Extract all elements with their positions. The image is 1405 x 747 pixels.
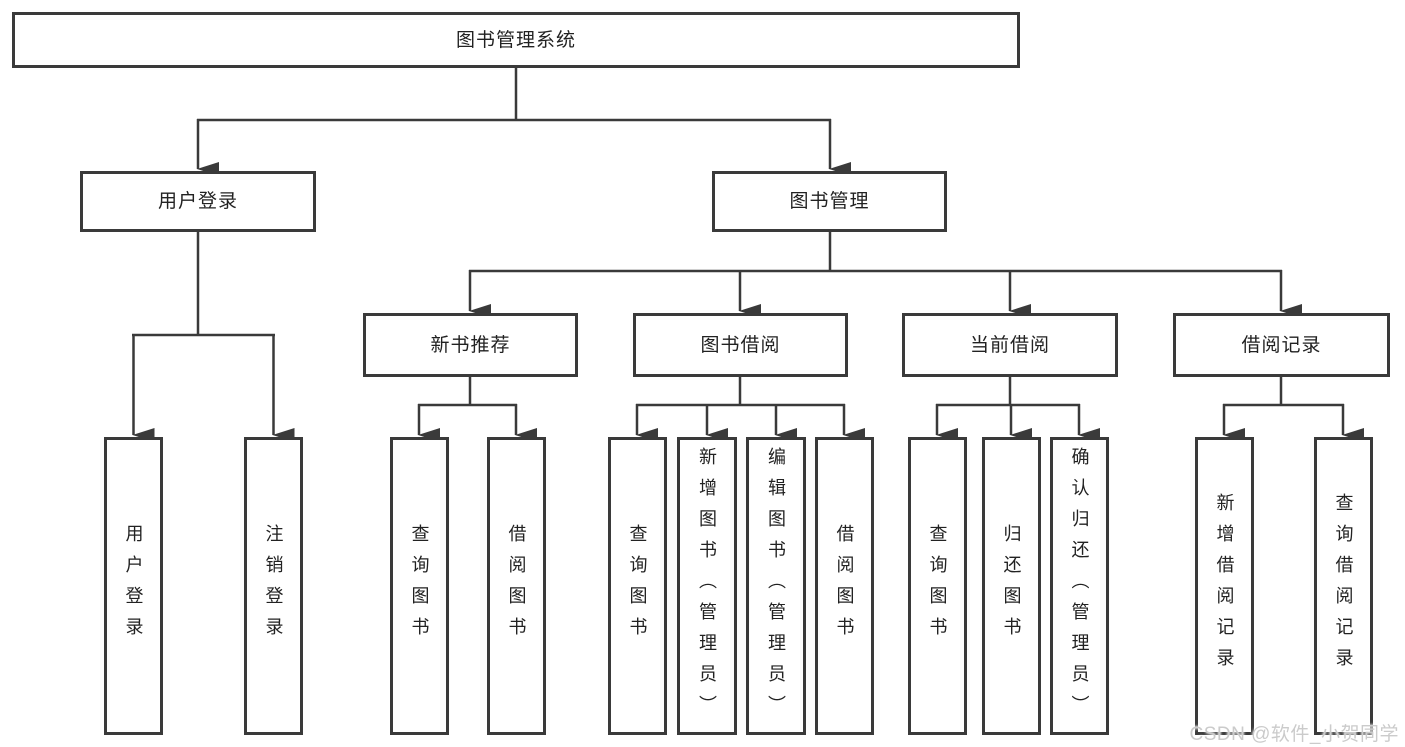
node-book-borrowing-label: 图书借阅	[700, 334, 781, 356]
leaf-borrow-book-newbook: 借阅图书	[487, 437, 546, 735]
leaf-add-borrow-record-label: 新增借阅记录	[1214, 493, 1235, 679]
node-book-borrowing: 图书借阅	[633, 313, 848, 377]
node-borrow-records: 借阅记录	[1173, 313, 1390, 377]
leaf-borrow-book-newbook-label: 借阅图书	[506, 524, 527, 648]
node-library-system: 图书管理系统	[12, 12, 1020, 68]
leaf-confirm-return-admin: 确认归还（管理员）	[1050, 437, 1109, 735]
csdn-watermark: CSDN @软件_小贺同学	[1189, 724, 1399, 745]
leaf-edit-book-admin: 编辑图书（管理员）	[746, 437, 806, 735]
node-borrow-records-label: 借阅记录	[1241, 334, 1322, 356]
leaf-query-book-newbook-label: 查询图书	[409, 524, 430, 648]
node-current-borrowing: 当前借阅	[902, 313, 1118, 377]
leaf-user-login: 用户登录	[104, 437, 163, 735]
node-new-book-recommend-label: 新书推荐	[430, 334, 511, 356]
leaf-query-book-borrowing-label: 查询图书	[627, 524, 648, 648]
leaf-add-book-admin: 新增图书（管理员）	[677, 437, 737, 735]
leaf-confirm-return-admin-label: 确认归还（管理员）	[1069, 446, 1090, 726]
leaf-return-book: 归还图书	[982, 437, 1041, 735]
leaf-logout: 注销登录	[244, 437, 303, 735]
leaf-query-book-borrowing: 查询图书	[608, 437, 667, 735]
leaf-add-book-admin-label: 新增图书（管理员）	[697, 446, 717, 726]
leaf-query-book-current: 查询图书	[908, 437, 967, 735]
node-user-login-label: 用户登录	[157, 191, 238, 212]
node-library-system-label: 图书管理系统	[455, 29, 576, 51]
leaf-query-borrow-record-label: 查询借阅记录	[1333, 493, 1354, 679]
node-user-login: 用户登录	[80, 171, 316, 232]
leaf-query-book-current-label: 查询图书	[927, 524, 948, 648]
leaf-query-book-newbook: 查询图书	[390, 437, 449, 735]
node-current-borrowing-label: 当前借阅	[969, 334, 1050, 356]
leaf-borrow-book-borrowing: 借阅图书	[815, 437, 874, 735]
node-book-management: 图书管理	[712, 171, 947, 232]
leaf-edit-book-admin-label: 编辑图书（管理员）	[766, 446, 786, 726]
leaf-borrow-book-borrowing-label: 借阅图书	[834, 524, 855, 648]
node-book-management-label: 图书管理	[789, 191, 870, 212]
leaf-logout-label: 注销登录	[263, 524, 284, 648]
leaf-return-book-label: 归还图书	[1001, 524, 1022, 648]
leaf-query-borrow-record: 查询借阅记录	[1314, 437, 1373, 735]
leaf-add-borrow-record: 新增借阅记录	[1195, 437, 1254, 735]
leaf-user-login-label: 用户登录	[123, 524, 144, 648]
node-new-book-recommend: 新书推荐	[363, 313, 578, 377]
